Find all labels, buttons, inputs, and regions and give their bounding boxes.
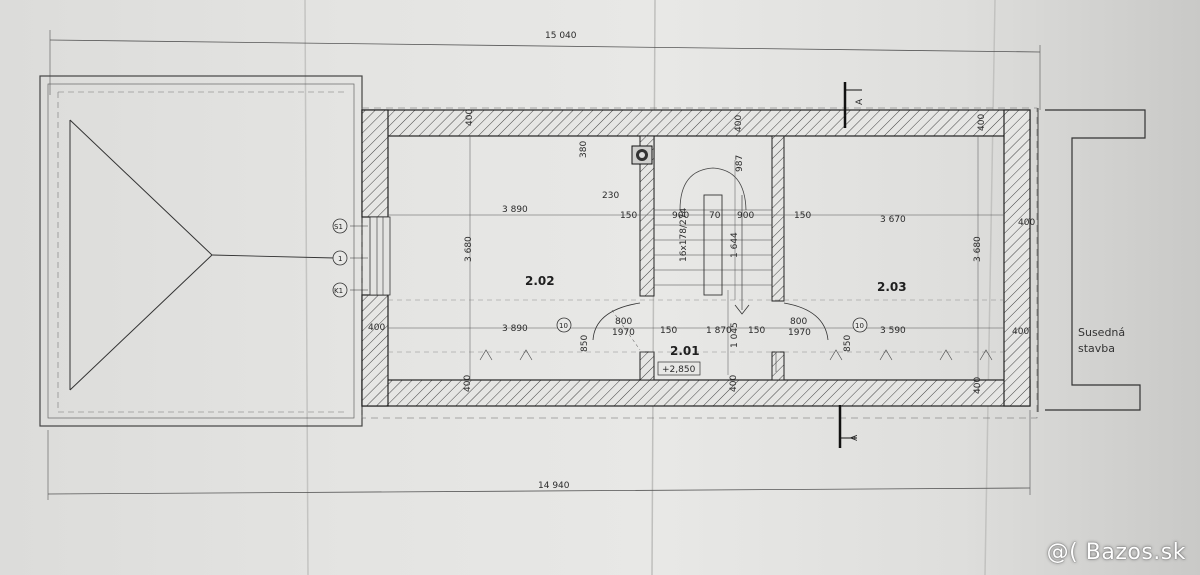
dim-900-left: 900 [672,211,689,221]
dim-1870: 1 870 [706,326,732,336]
neighbor-label-line1: Susedná [1078,326,1125,339]
walls [361,109,1031,407]
dim-850-right: 850 [843,335,853,352]
dim-3890-top: 3 890 [502,205,528,215]
dim-800-left: 800 [615,317,632,327]
dim-900-right: 900 [737,211,754,221]
window-tag-s1: S1 [334,223,343,231]
dim-wall-right-bottom: 400 [1012,327,1029,337]
overall-dimension-bottom: 14 940 [47,410,1031,500]
room-label-2-03: 2.03 [877,280,907,294]
dim-wall-top-right: 400 [977,114,987,131]
floor-level: +2,850 [662,365,696,375]
dim-wall-top-stair: 400 [734,115,744,132]
neighbor-label-line2: stavba [1078,342,1115,355]
window-tag-k1: K1 [334,287,343,295]
dim-987: 987 [735,155,745,172]
fold-line [304,0,309,575]
neighbor-building [1045,109,1146,411]
dim-150-right: 150 [794,211,811,221]
dim-1644: 1 644 [730,232,740,258]
door-tag-10: 10 [559,322,568,330]
dim-3590: 3 590 [880,326,906,336]
dim-150-mid-right: 150 [748,326,765,336]
window-markers: S1 1 K1 10 10 [332,218,868,333]
dim-3670: 3 670 [880,215,906,225]
dim-wall-right-top: 400 [1018,218,1035,228]
outline-dashed [361,107,1038,419]
staircase [654,167,772,315]
dim-1970-right: 1970 [788,328,811,338]
door-swings [592,302,829,351]
dim-800-right: 800 [790,317,807,327]
dim-3680-right: 3 680 [973,236,983,262]
dim-wall-left: 400 [368,323,385,333]
room-label-2-02: 2.02 [525,274,555,288]
overall-dimension-top: 15 040 [49,30,1041,110]
roof-area [39,75,363,427]
dim-wall-bottom-stair: 400 [729,375,739,392]
dim-230: 230 [602,191,619,201]
dim-70: 70 [709,211,721,221]
floor-markers [479,349,993,372]
level-box [657,361,701,376]
dim-wall-bottom-right: 400 [973,377,983,394]
dim-stair-steps: 16x178/274 [679,208,689,262]
dim-wall-top: 400 [465,109,475,126]
dim-1045: 1 045 [730,322,740,348]
dim-3890-bottom: 3 890 [502,324,528,334]
section-label: A [850,434,860,441]
dim-380: 380 [579,141,589,158]
dim-1970-left: 1970 [612,328,635,338]
window-tag-1: 1 [338,255,342,263]
section-label: A [855,98,865,105]
room-label-2-01: 2.01 [670,344,700,358]
section-cut-bottom: A [838,405,860,448]
dim-150-mid-left: 150 [660,326,677,336]
overall-length-top: 15 040 [545,31,577,41]
dim-150-left: 150 [620,211,637,221]
overall-length-bottom: 14 940 [538,481,570,491]
dim-850-left: 850 [580,335,590,352]
dim-3680-left: 3 680 [464,236,474,262]
dim-wall-bottom: 400 [463,375,473,392]
section-cut-top: A [843,82,865,128]
door-tag-10: 10 [855,322,864,330]
fold-line [984,0,996,575]
watermark-logo: @( Bazos.sk [1046,540,1186,565]
dimension-lines [388,136,1004,380]
